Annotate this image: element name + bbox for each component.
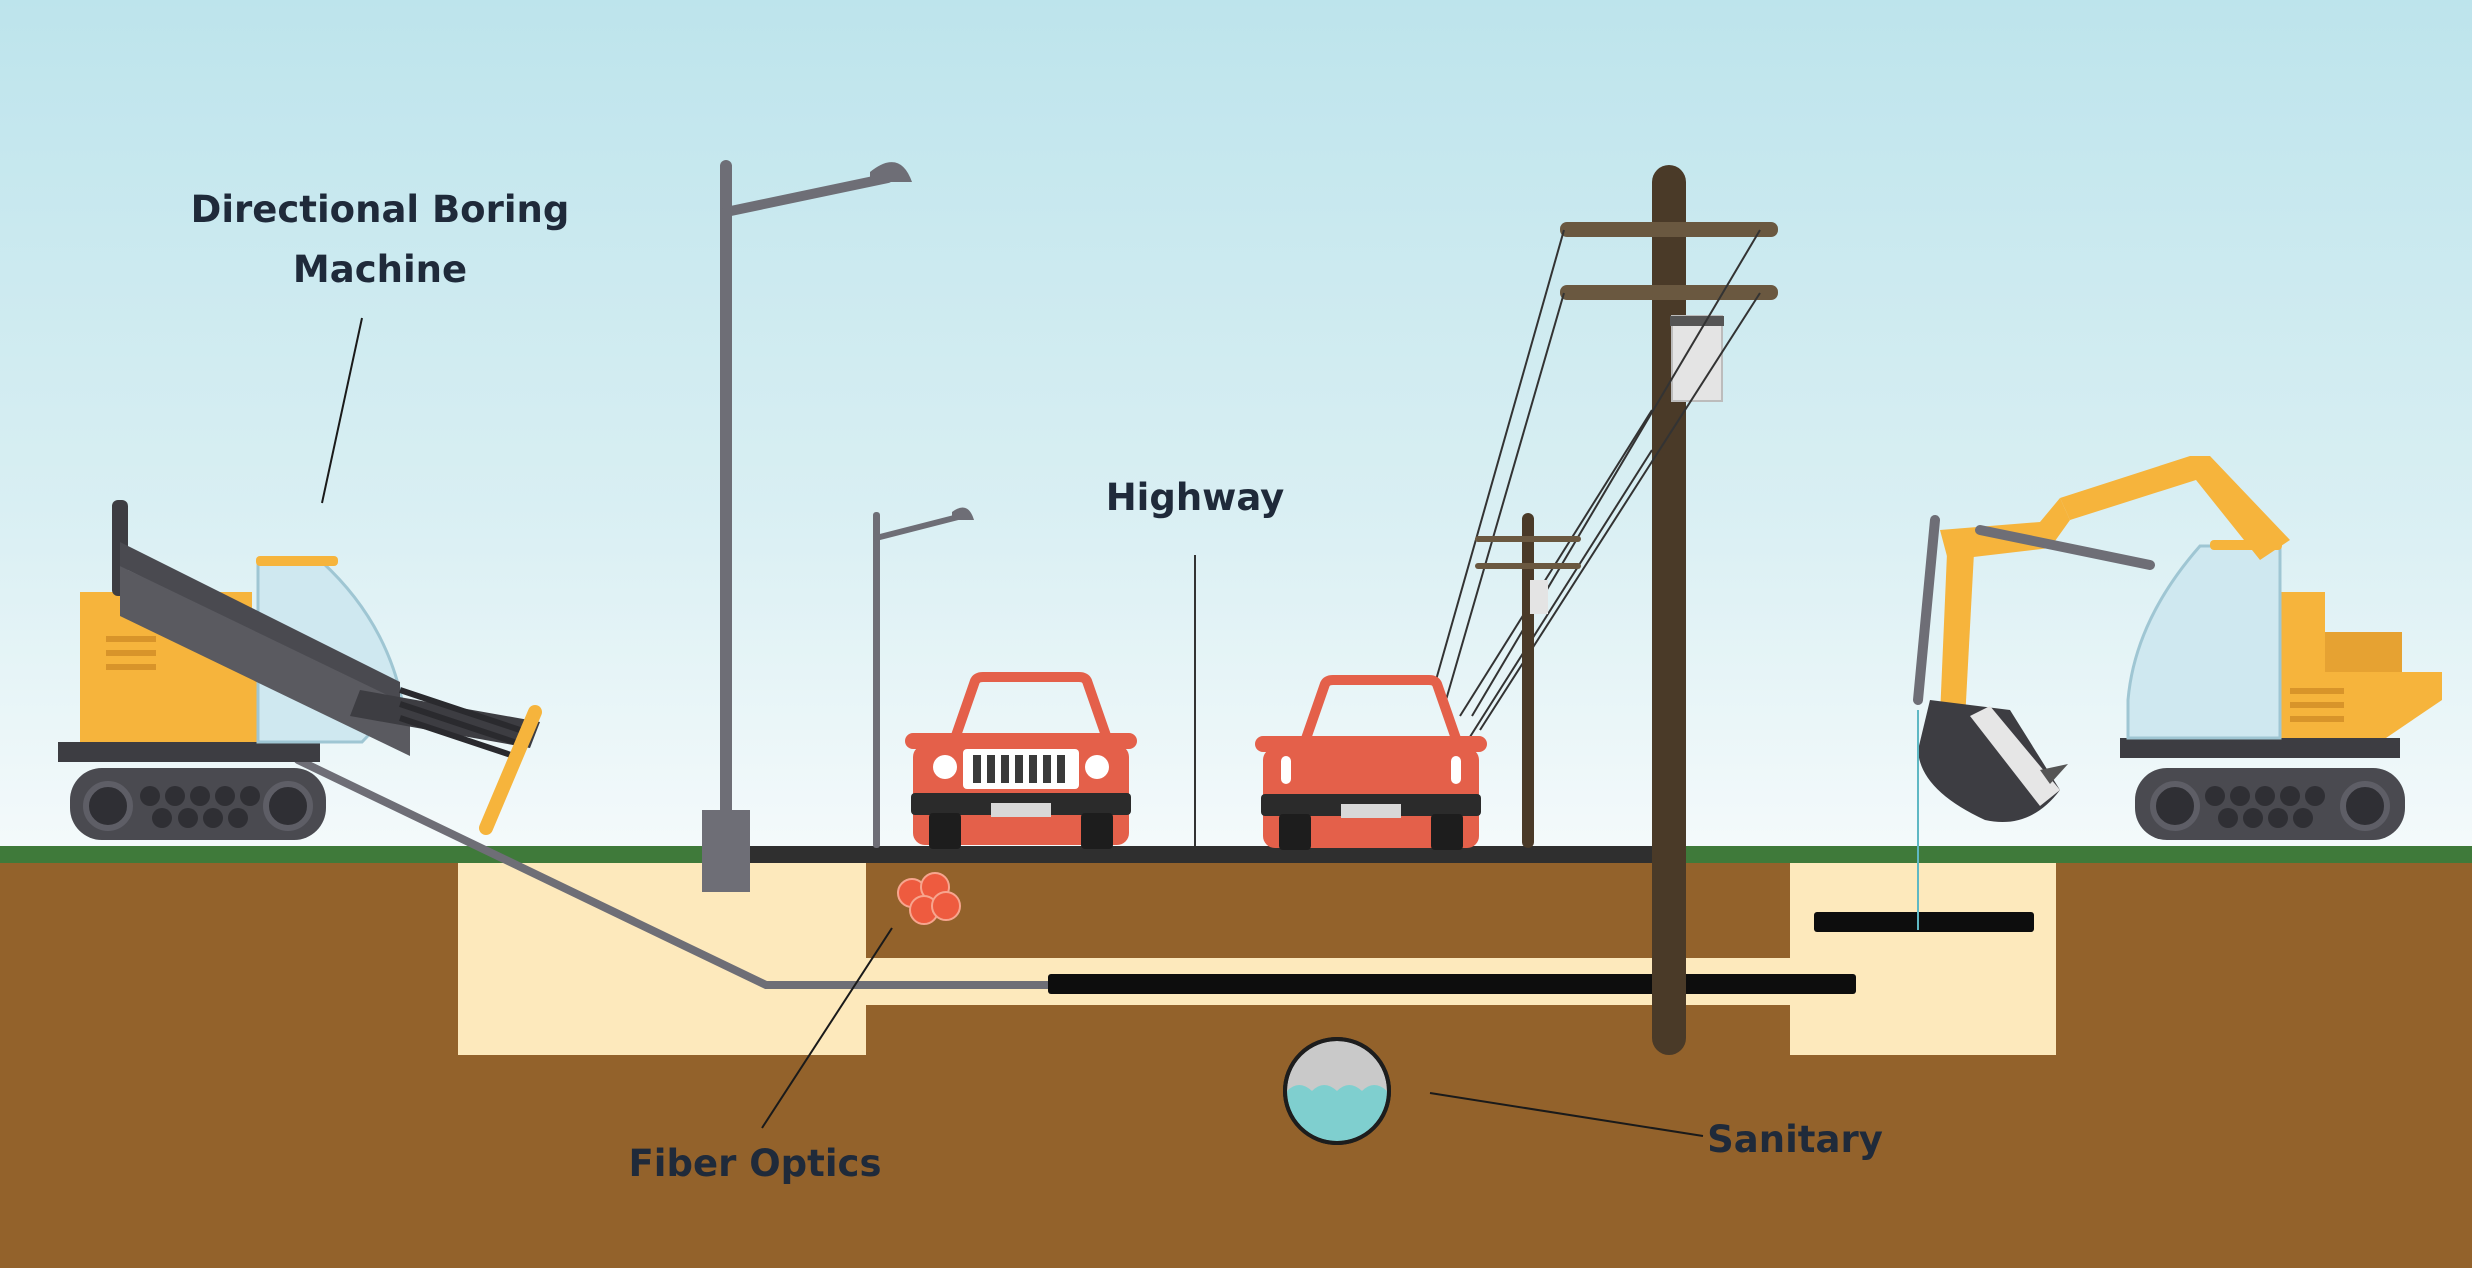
grass-right [1660, 846, 2472, 863]
highway-label: Highway [1105, 476, 1285, 519]
street-lamp-small-icon [873, 507, 974, 848]
bore-pit-left [458, 863, 1790, 1055]
fiber-optics-label: Fiber Optics [628, 1142, 882, 1185]
boring-machine-leader [321, 317, 363, 504]
utility-pole-icon [1435, 165, 1778, 1055]
car-front-icon [905, 672, 1137, 849]
fiber-optics-leader [761, 927, 893, 1129]
sanitary-label: Sanitary [1707, 1118, 1883, 1161]
pit-pipe-right [1814, 912, 2034, 932]
street-lamp-icon [702, 160, 912, 892]
boring-machine-label-line1: Directional Boring [190, 188, 570, 231]
excavator-icon [1913, 456, 2442, 930]
soil [0, 858, 2472, 1268]
bore-pit-right [1790, 863, 2056, 1055]
drill-rod [294, 756, 1054, 989]
car-front-icon-2 [1255, 675, 1487, 850]
sanitary-pipe-icon [1283, 1037, 1391, 1145]
sanitary-leader [1429, 1092, 1704, 1137]
grass-left [0, 846, 720, 863]
directional-boring-machine-icon [58, 500, 542, 840]
road-surface [720, 846, 1660, 863]
boring-machine-label-line2: Machine [292, 248, 468, 291]
utility-pole-small-icon [1475, 513, 1581, 848]
fiber-optic-bundle-icon [897, 872, 961, 925]
boring-machine-label: Directional Boring Machine [180, 180, 580, 300]
